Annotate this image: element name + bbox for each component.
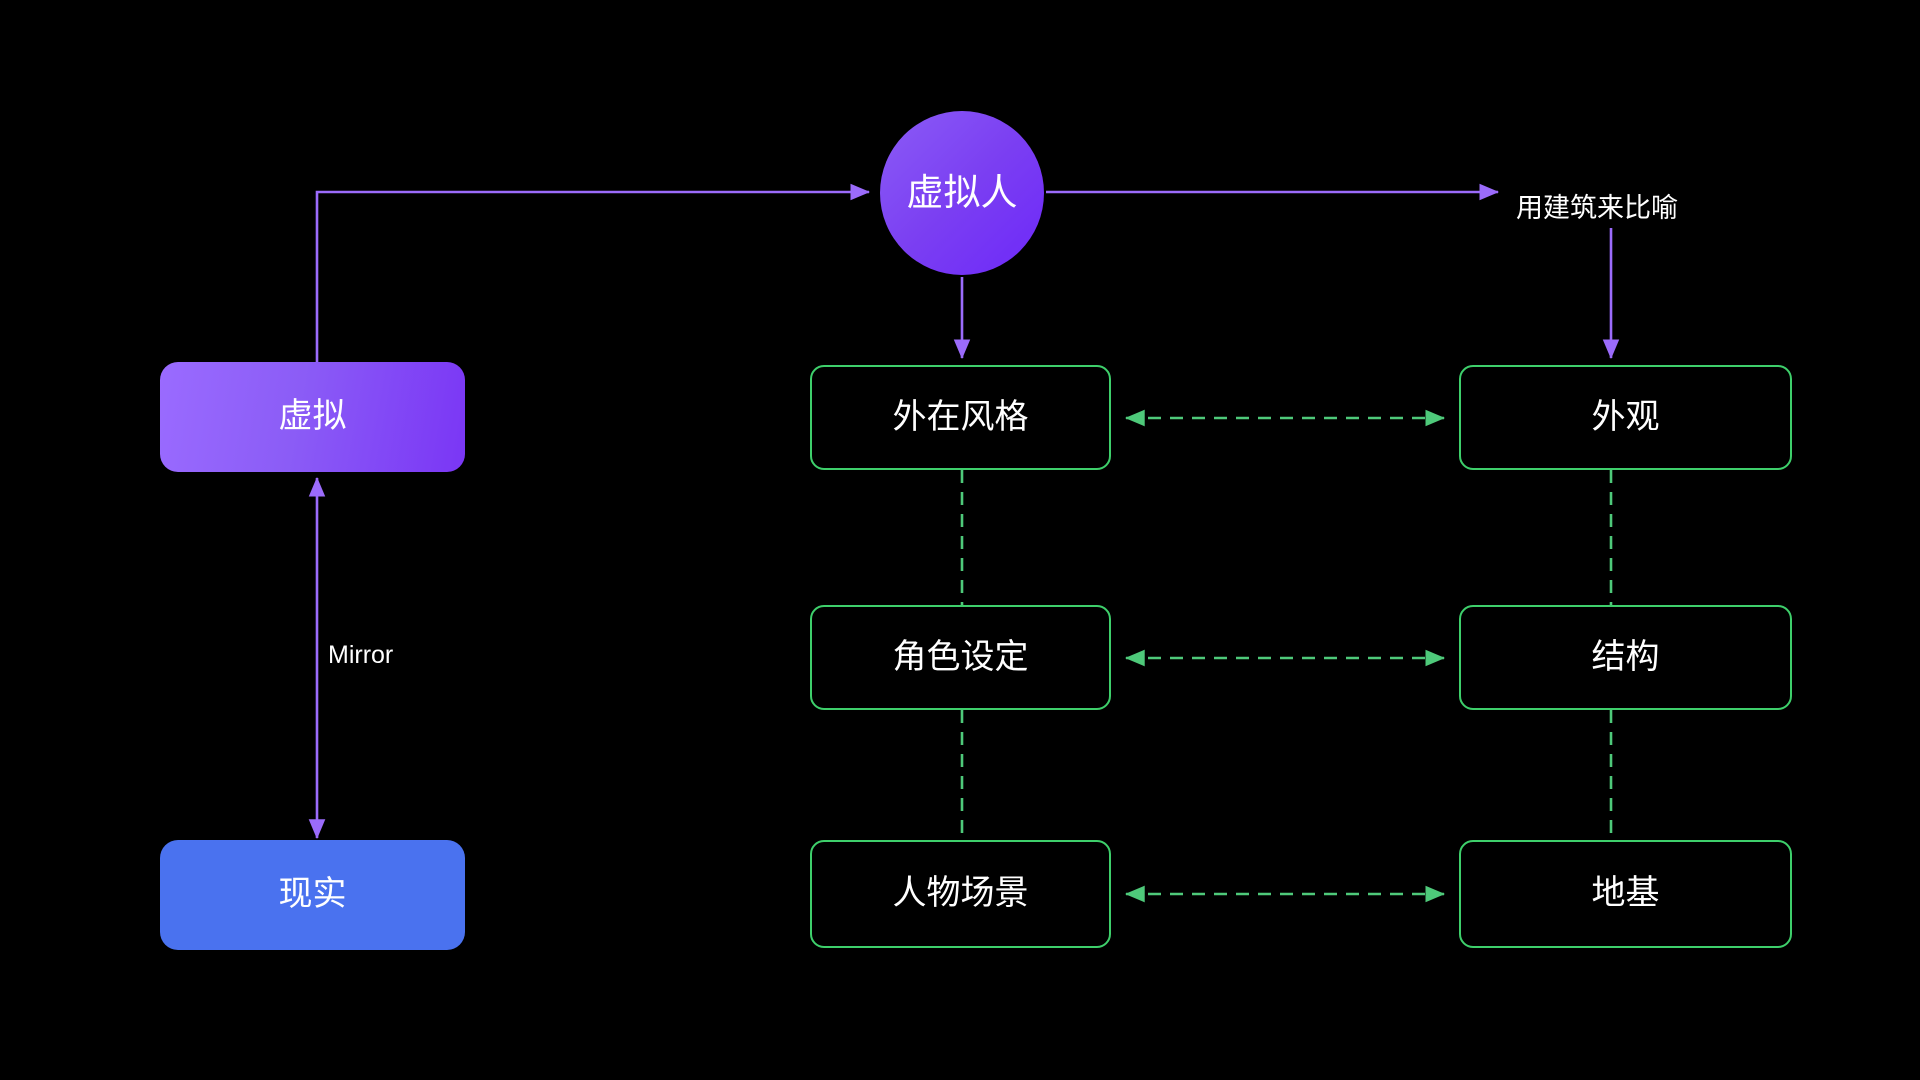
node-virtual[interactable]: 虚拟 (160, 362, 465, 472)
node-virtual-human-label: 虚拟人 (906, 171, 1018, 213)
node-structure-label: 结构 (1591, 637, 1660, 676)
edge-label-mirror: Mirror (328, 641, 393, 670)
node-foundation[interactable]: 地基 (1459, 840, 1792, 948)
label-architecture-metaphor: 用建筑来比喻 (1516, 186, 1678, 225)
node-character-scene-label: 人物场景 (892, 874, 1029, 913)
node-structure[interactable]: 结构 (1459, 605, 1792, 710)
node-virtual-human[interactable]: 虚拟人 (880, 111, 1044, 275)
node-role-setting-label: 角色设定 (892, 637, 1029, 676)
node-foundation-label: 地基 (1591, 874, 1660, 913)
edge-label-mirror-text: Mirror (328, 641, 394, 669)
node-external-style-label: 外在风格 (892, 397, 1029, 436)
node-reality-label: 现实 (278, 875, 347, 914)
label-architecture-metaphor-text: 用建筑来比喻 (1516, 193, 1678, 223)
node-character-scene[interactable]: 人物场景 (810, 840, 1111, 948)
node-virtual-label: 虚拟 (278, 397, 347, 436)
node-external-style[interactable]: 外在风格 (810, 365, 1111, 470)
node-role-setting[interactable]: 角色设定 (810, 605, 1111, 710)
edge-virtual-to-avatar (315, 183, 871, 362)
node-reality[interactable]: 现实 (160, 840, 465, 950)
node-appearance[interactable]: 外观 (1459, 365, 1792, 470)
node-appearance-label: 外观 (1591, 397, 1660, 436)
